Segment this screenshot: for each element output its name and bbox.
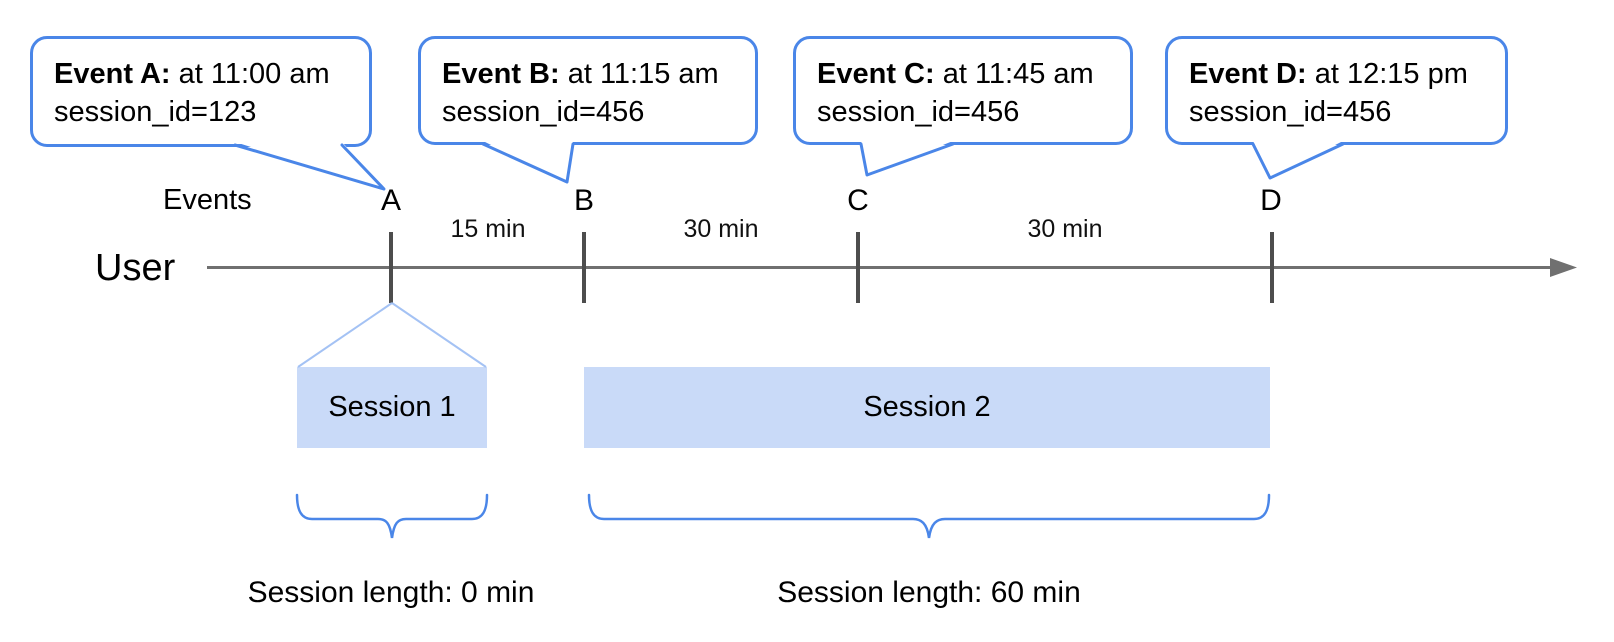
event-label-b: B	[573, 184, 594, 217]
event-b-time: at 11:15 am	[559, 58, 719, 90]
event-b-callout: Event B: at 11:15 am session_id=456	[418, 36, 758, 145]
event-d-callout-line1: Event D: at 12:15 pm	[1189, 55, 1505, 93]
events-axis-label: Events	[163, 184, 252, 216]
interval-b-c-label: 30 min	[683, 215, 759, 243]
event-a-time: at 11:00 am	[170, 58, 330, 90]
event-d-session-id: session_id=456	[1189, 96, 1392, 128]
event-c-session-id: session_id=456	[817, 96, 1020, 128]
event-a-funnel-connector	[297, 302, 487, 368]
session-1-length-label: Session length: 0 min	[247, 576, 535, 609]
event-d-callout-tail	[1251, 141, 1345, 180]
event-a-session-id: session_id=123	[54, 96, 257, 128]
user-axis-label: User	[95, 247, 176, 289]
event-label-a: A	[380, 184, 401, 217]
event-b-session-id: session_id=456	[442, 96, 645, 128]
event-d-callout: Event D: at 12:15 pm session_id=456	[1165, 36, 1508, 145]
event-c-callout-line1: Event C: at 11:45 am	[817, 55, 1130, 93]
session-2-length-label: Session length: 60 min	[777, 576, 1081, 609]
timeline-arrowhead-icon	[1550, 258, 1577, 277]
event-label-c: C	[847, 184, 869, 217]
event-c-title: Event C:	[817, 58, 935, 90]
event-b-callout-tail	[481, 141, 575, 184]
event-a-title: Event A:	[54, 58, 171, 90]
session-1-brace	[295, 493, 489, 539]
event-c-callout-tail	[859, 141, 955, 177]
session-1-label: Session 1	[328, 391, 456, 423]
event-b-callout-line1: Event B: at 11:15 am	[442, 55, 755, 93]
event-d-time: at 12:15 pm	[1306, 58, 1468, 90]
event-a-callout-line1: Event A: at 11:00 am	[54, 55, 369, 93]
event-c-time: at 11:45 am	[934, 58, 1094, 90]
interval-a-b-label: 15 min	[450, 215, 526, 243]
event-label-d: D	[1260, 184, 1282, 217]
session-2-label: Session 2	[863, 391, 991, 423]
session-1-bar: Session 1	[297, 367, 487, 448]
session-2-brace	[587, 493, 1271, 539]
event-b-title: Event B:	[442, 58, 560, 90]
event-d-title: Event D:	[1189, 58, 1307, 90]
event-a-callout: Event A: at 11:00 am session_id=123	[30, 36, 372, 147]
event-a-callout-tail	[233, 142, 386, 191]
interval-c-d-label: 30 min	[1027, 215, 1103, 243]
event-c-callout: Event C: at 11:45 am session_id=456	[793, 36, 1133, 145]
session-2-bar: Session 2	[584, 367, 1270, 448]
